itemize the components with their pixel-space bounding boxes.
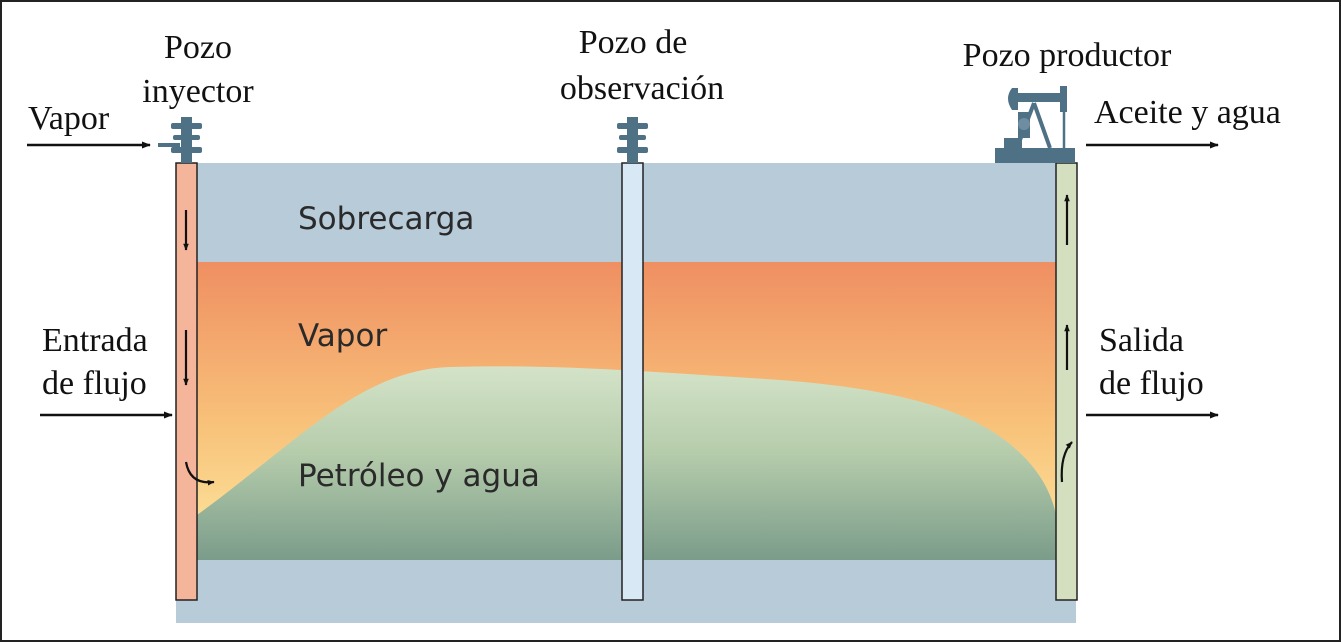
steam-layer-label: Vapor <box>298 318 387 354</box>
steam-input-label: Vapor <box>28 100 110 137</box>
injector-well-label: Pozo <box>164 29 232 66</box>
wellhead-icon <box>158 117 202 163</box>
well-flow-arrows <box>183 194 1073 486</box>
injector-well-label: inyector <box>142 73 254 110</box>
inflow-label: de flujo <box>42 365 147 402</box>
producer-well-label: Pozo productor <box>963 37 1172 74</box>
overburden-label: Sobrecarga <box>298 201 474 237</box>
wellhead-icon <box>617 117 648 163</box>
arrow-icon <box>1060 441 1073 483</box>
observation-well <box>621 162 644 601</box>
flow-arrows <box>27 141 1219 419</box>
oil-water-label: Petróleo y agua <box>298 458 540 494</box>
oil-water-output-label: Aceite y agua <box>1094 94 1281 131</box>
observation-well-label: observación <box>560 70 724 107</box>
observation-well-label: Pozo de <box>579 24 688 61</box>
outflow-label: de flujo <box>1099 365 1204 402</box>
arrow-icon <box>184 461 215 486</box>
outflow-label: Salida <box>1099 322 1184 359</box>
inflow-label: Entrada <box>42 322 148 359</box>
pumpjack-icon <box>995 86 1075 163</box>
